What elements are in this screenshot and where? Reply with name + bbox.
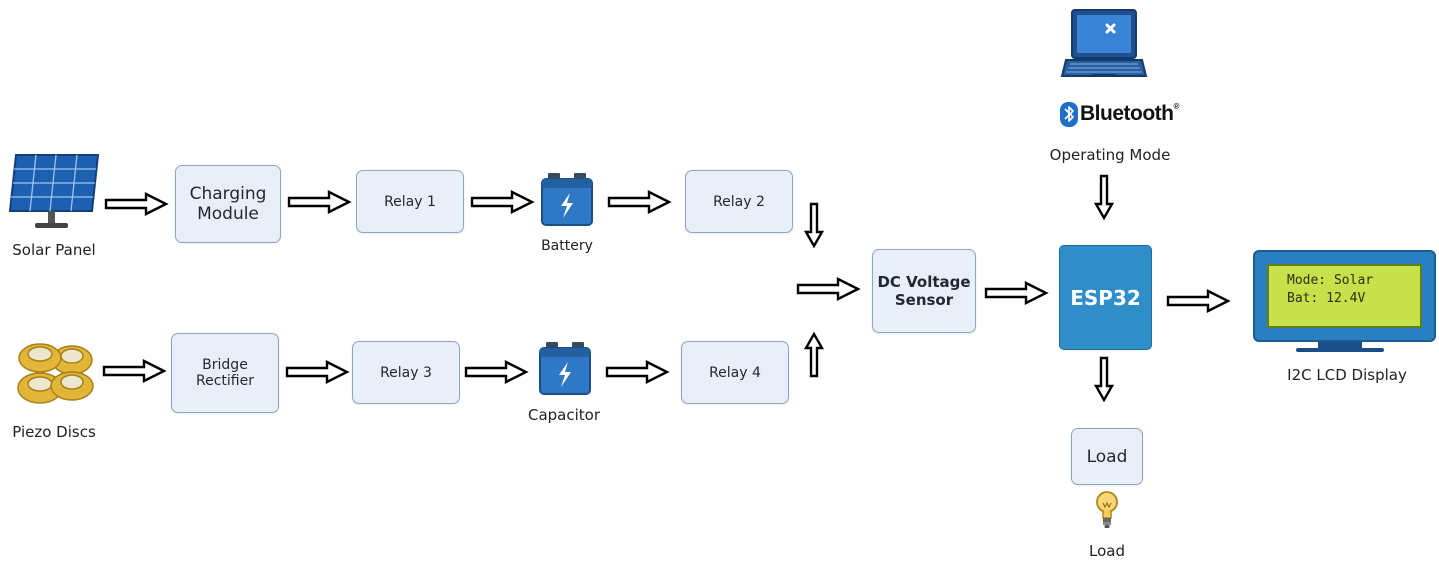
piezo-discs-label: Piezo Discs bbox=[12, 423, 96, 441]
arrow-relay4-up bbox=[804, 332, 824, 378]
lcd-stand-base bbox=[1296, 348, 1384, 352]
lcd-line-1: Mode: Solar bbox=[1287, 273, 1374, 288]
esp32-block: ESP32 bbox=[1059, 245, 1152, 350]
arrow-capacitor-to-relay4 bbox=[605, 360, 669, 384]
arrow-battery-to-relay2 bbox=[607, 190, 671, 214]
capacitor-icon bbox=[539, 342, 591, 395]
arrow-rectifier-to-relay3 bbox=[285, 360, 349, 384]
lcd-display: Mode: Solar Bat: 12.4V bbox=[1253, 250, 1436, 342]
relay-1-block: Relay 1 bbox=[356, 170, 464, 233]
battery-icon bbox=[541, 173, 593, 226]
arrow-relay1-to-battery bbox=[470, 190, 534, 214]
arrow-esp32-to-load bbox=[1094, 356, 1114, 402]
solar-panel-icon bbox=[8, 154, 100, 228]
arrow-bluetooth-to-esp32 bbox=[1094, 174, 1114, 220]
bluetooth-brand: Bluetooth® bbox=[1080, 102, 1179, 126]
arrow-solar-to-charging bbox=[104, 192, 168, 216]
laptop-icon bbox=[1060, 9, 1148, 77]
arrow-relay3-to-capacitor bbox=[464, 360, 528, 384]
load-caption: Load bbox=[1089, 542, 1125, 560]
charging-module-block: Charging Module bbox=[175, 165, 281, 243]
arrow-sensor-to-esp32 bbox=[984, 281, 1048, 305]
arrow-piezo-to-rectifier bbox=[102, 359, 166, 383]
battery-label: Battery bbox=[541, 238, 593, 254]
capacitor-label: Capacitor bbox=[527, 406, 601, 424]
piezo-discs-icon bbox=[17, 343, 94, 404]
lcd-screen: Mode: Solar Bat: 12.4V bbox=[1267, 264, 1422, 328]
arrow-relay2-down bbox=[804, 202, 824, 248]
arrow-esp32-to-lcd bbox=[1166, 289, 1230, 313]
lcd-caption: I2C LCD Display bbox=[1287, 366, 1407, 384]
lcd-stand bbox=[1318, 342, 1362, 348]
bridge-rectifier-block: Bridge Rectifier bbox=[171, 333, 279, 413]
arrow-merge-to-sensor bbox=[796, 277, 860, 301]
operating-mode-label: Operating Mode bbox=[1049, 146, 1171, 164]
light-bulb-icon bbox=[1096, 491, 1118, 528]
relay-4-block: Relay 4 bbox=[681, 341, 789, 404]
bluetooth-icon bbox=[1060, 102, 1078, 127]
relay-2-block: Relay 2 bbox=[685, 170, 793, 233]
bluetooth-trademark: ® bbox=[1173, 102, 1179, 111]
arrow-charging-to-relay1 bbox=[287, 190, 351, 214]
dc-voltage-sensor-block: DC Voltage Sensor bbox=[872, 249, 976, 333]
relay-3-block: Relay 3 bbox=[352, 341, 460, 404]
load-block: Load bbox=[1071, 428, 1143, 485]
solar-panel-label: Solar Panel bbox=[12, 241, 96, 259]
lcd-line-2: Bat: 12.4V bbox=[1287, 291, 1366, 306]
bluetooth-brand-text: Bluetooth bbox=[1080, 102, 1174, 125]
